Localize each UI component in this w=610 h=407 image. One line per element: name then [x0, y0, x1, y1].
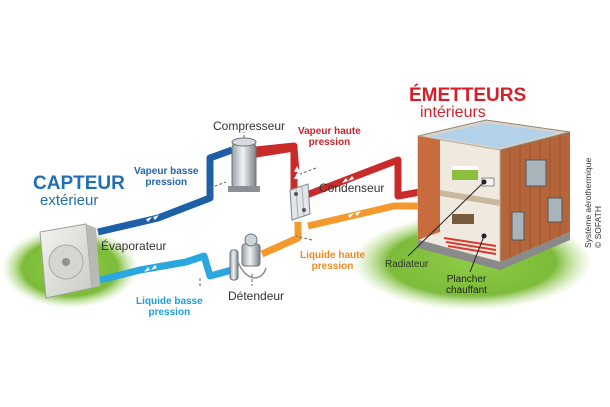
radiateur-callout [407, 181, 485, 257]
liquide-haute-line1: Liquide haute [300, 250, 365, 261]
pipe-vapeur-basse [97, 146, 234, 236]
compresseur-label: Compresseur [213, 119, 286, 133]
emetteurs-title: ÉMETTEURS [409, 85, 527, 106]
house [417, 119, 571, 270]
liquide-basse-line2: pression [148, 307, 191, 318]
plancher-dot [481, 233, 487, 239]
credit-line2: © SOFATH [592, 206, 603, 248]
compressor [228, 137, 260, 192]
radiateur-dot [481, 179, 487, 185]
vapeur-haute-line2: pression [308, 137, 351, 148]
plancher-callout [469, 235, 485, 273]
emetteurs-subtitle: intérieurs [420, 104, 486, 121]
plancher-line2: chauffant [446, 285, 487, 296]
pipe-liquide-haute [260, 202, 420, 258]
liquide-haute-line2: pression [311, 261, 354, 272]
pipe-vapeur-haute [255, 144, 300, 186]
capteur-title: CAPTEUR [33, 173, 125, 194]
condenser [289, 183, 311, 221]
vapeur-haute-label: Vapeur haute pression [298, 126, 361, 148]
leader-lines [199, 132, 317, 286]
radiateur-label: Radiateur [385, 259, 429, 270]
liquide-basse-label: Liquide basse pression [136, 296, 203, 318]
liquide-basse-line1: Liquide basse [136, 296, 203, 307]
liquide-haute-label: Liquide haute pression [300, 250, 365, 272]
vapeur-basse-label: Vapeur basse pression [134, 166, 198, 188]
condenseur-label: Condenseur [319, 181, 385, 195]
credit-text: Système aérothermique © SOFATH [583, 158, 604, 248]
pipe-liquide-basse [99, 252, 233, 284]
expansion-valve [229, 233, 267, 281]
detendeur-label: Détendeur [228, 289, 285, 303]
plancher-line1: Plancher [446, 274, 487, 285]
pipe-vapeur-haute-top [255, 142, 298, 190]
capteur-subtitle: extérieur [40, 192, 99, 209]
evaporateur-label: Évaporateur [101, 239, 167, 253]
vapeur-haute-line1: Vapeur haute [298, 126, 361, 137]
outdoor-unit [39, 223, 100, 299]
plancher-chauffant-label: Plancher chauffant [446, 274, 487, 296]
flow-arrows [144, 166, 361, 272]
vapeur-basse-line2: pression [145, 177, 188, 188]
vapeur-basse-line1: Vapeur basse [134, 166, 199, 177]
